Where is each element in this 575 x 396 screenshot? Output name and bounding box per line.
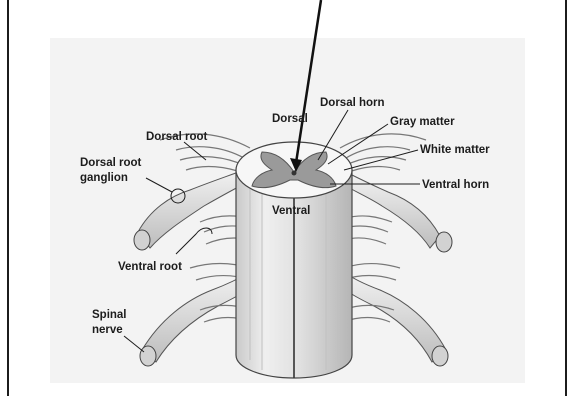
label-spinal-nerve-line2: nerve — [92, 324, 123, 336]
label-dorsal-horn: Dorsal horn — [320, 97, 385, 109]
label-dorsal-root-ganglion-line2: ganglion — [80, 172, 128, 184]
spinal-cord — [236, 142, 352, 378]
right-nerve-end-upper — [436, 232, 452, 252]
label-ventral: Ventral — [272, 205, 310, 217]
white-matter-surface — [236, 142, 352, 198]
label-dorsal: Dorsal — [272, 113, 308, 125]
label-white-matter: White matter — [420, 144, 490, 156]
right-nerve-end-lower — [432, 346, 448, 366]
label-dorsal-root-ganglion-line1: Dorsal root — [80, 157, 142, 169]
label-spinal-nerve-line1: Spinal — [92, 309, 127, 321]
label-gray-matter: Gray matter — [390, 116, 455, 128]
left-nerve-end-upper — [134, 230, 150, 250]
label-ventral-horn: Ventral horn — [422, 179, 489, 191]
left-nerve-end-lower — [140, 346, 156, 366]
label-ventral-root: Ventral root — [118, 261, 182, 273]
label-dorsal-root: Dorsal root — [146, 131, 208, 143]
